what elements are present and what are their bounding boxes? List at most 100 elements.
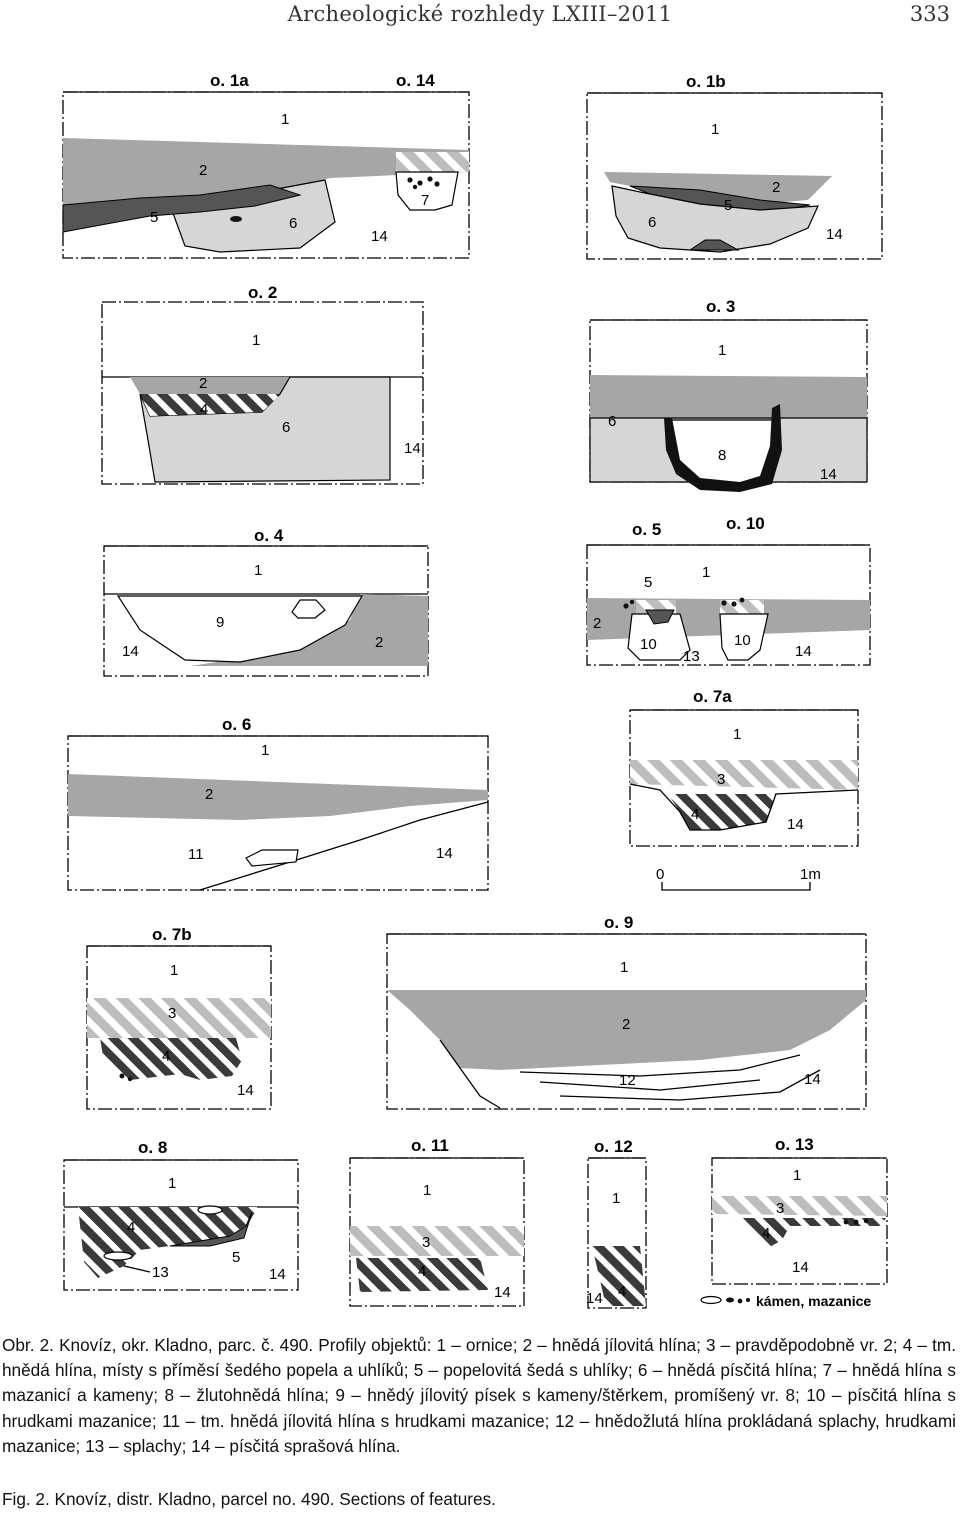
panel-title-o7a: o. 7a: [693, 687, 732, 706]
layer-label: 1: [170, 962, 178, 979]
layer-label: 2: [593, 615, 601, 632]
layer-label: 14: [436, 845, 453, 862]
layer-label: 14: [237, 1082, 254, 1099]
layer-label: 1: [423, 1182, 431, 1199]
layer-label: 5: [724, 197, 732, 214]
panel-title-o1b: o. 1b: [686, 72, 726, 91]
panel-title-o13: o. 13: [775, 1135, 814, 1154]
layer-label: 3: [422, 1234, 430, 1251]
layer-label: 14: [804, 1071, 821, 1088]
panel-o7b: o. 7b 1 3 4 14: [86, 925, 272, 1110]
caption-czech-text: Obr. 2. Knovíz, okr. Kladno, parc. č. 49…: [2, 1335, 956, 1456]
panel-o9: o. 9 1 2 12 14: [386, 913, 867, 1110]
panel-o2: o. 2 1 2 4 6 14: [101, 283, 424, 485]
panel-o13: o. 13 1 3 4 14: [711, 1135, 888, 1285]
layer-label: 8: [718, 447, 726, 464]
layer-label: 1: [718, 342, 726, 359]
layer-label: 13: [152, 1264, 169, 1281]
layer-label: 4: [162, 1048, 170, 1065]
panel-o12: o. 12 1 4 14: [586, 1137, 647, 1309]
layer-label: 10: [640, 636, 657, 653]
scale-start: 0: [656, 866, 664, 883]
layer-label: 7: [421, 192, 429, 209]
panel-title-o2: o. 2: [248, 283, 277, 302]
layer-label: 5: [644, 574, 652, 591]
panel-title-o5: o. 5: [632, 520, 661, 539]
scale-bar: 0 1m: [656, 866, 821, 891]
layer-label: 2: [199, 162, 207, 179]
layer-label: 1: [702, 564, 710, 581]
layer-label: 1: [281, 111, 289, 128]
layer-label: 14: [820, 466, 837, 483]
panel-title-o11: o. 11: [411, 1136, 449, 1155]
layer-label: 1: [261, 742, 269, 759]
layer-label: 2: [205, 786, 213, 803]
layer-label: 14: [494, 1284, 511, 1301]
layer-label: 1: [612, 1190, 620, 1207]
panel-title-o14: o. 14: [396, 71, 435, 90]
panel-title-o7b: o. 7b: [152, 925, 192, 944]
layer-label: 2: [375, 634, 383, 651]
panel-o11: o. 11 1 3 4 14: [349, 1136, 525, 1307]
layer-label: 3: [776, 1200, 784, 1217]
caption-english: Fig. 2. Knovíz, distr. Kladno, parcel no…: [2, 1487, 956, 1512]
layer-label: 4: [762, 1225, 770, 1242]
panel-title-o10: o. 10: [726, 514, 765, 533]
panel-title-o9: o. 9: [604, 913, 633, 932]
caption-english-text: Fig. 2. Knovíz, distr. Kladno, parcel no…: [2, 1489, 496, 1509]
panel-title-o12: o. 12: [594, 1137, 633, 1156]
layer-label: 14: [792, 1259, 809, 1276]
layer-label: 10: [734, 632, 751, 649]
layer-label: 1: [620, 959, 628, 976]
page-number: 333: [909, 2, 950, 26]
layer-label: 11: [188, 846, 204, 863]
panel-o6: o. 6 1 2 11 14: [67, 715, 489, 891]
layer-label: 4: [691, 806, 699, 823]
layer-label: 1: [252, 332, 260, 349]
panel-title-o1a: o. 1a: [210, 71, 249, 90]
layer-label: 12: [619, 1072, 636, 1089]
layer-label: 1: [711, 121, 719, 138]
layer-label: 2: [772, 179, 780, 196]
layer-label: 6: [282, 419, 290, 436]
layer-label: 2: [199, 375, 207, 392]
layer-label: 14: [122, 643, 139, 660]
layer-label: 1: [733, 726, 741, 743]
layer-label: 9: [216, 614, 224, 631]
legend-label: kámen, mazanice: [756, 1293, 871, 1309]
layer-label: 14: [371, 228, 388, 245]
layer-label: 14: [586, 1290, 603, 1307]
layer-label: 13: [683, 648, 700, 665]
legend-stones: kámen, mazanice: [700, 1293, 871, 1309]
scale-end: 1m: [800, 866, 821, 883]
layer-label: 1: [793, 1167, 801, 1184]
panel-title-o6: o. 6: [222, 715, 251, 734]
layer-label: 14: [404, 440, 421, 457]
panel-o4: o. 4 1 9 2 14: [103, 526, 429, 677]
layer-label: 14: [787, 816, 804, 833]
layer-label: 5: [232, 1249, 240, 1266]
layer-label: 5: [150, 209, 158, 226]
panel-o1b: o. 1b 1 2 5 6 14: [586, 72, 883, 260]
layer-label: 3: [717, 771, 725, 788]
panel-o3: o. 3 1 6 8 14: [589, 297, 868, 492]
panel-o7a: o. 7a 1 3 4 14: [629, 687, 859, 847]
caption-czech: Obr. 2. Knovíz, okr. Kladno, parc. č. 49…: [2, 1333, 956, 1459]
layer-label: 14: [269, 1266, 286, 1283]
layer-label: 2: [622, 1016, 630, 1033]
sections-figure: o. 1a o. 14 1 2 5 6 14 7 o. 1b 1 2 5 6 1…: [62, 71, 888, 1309]
layer-label: 1: [254, 562, 262, 579]
layer-label: 4: [200, 401, 208, 418]
panel-o5-o10: o. 5 o. 10 1 5 2 10 10 13 14: [586, 514, 871, 666]
layer-label: 14: [826, 226, 843, 243]
layer-label: 6: [648, 214, 656, 231]
layer-label: 3: [168, 1005, 176, 1022]
panel-o1a: o. 1a o. 14 1 2 5 6 14 7: [62, 71, 470, 259]
panel-o8: o. 8 1 4 5 13 14: [63, 1138, 299, 1291]
panel-title-o4: o. 4: [254, 526, 284, 545]
layer-label: 4: [127, 1219, 135, 1236]
journal-title: Archeologické rozhledy LXIII–2011: [287, 2, 673, 26]
layer-label: 6: [608, 413, 616, 430]
layer-label: 1: [168, 1175, 176, 1192]
layer-label: 4: [618, 1283, 626, 1300]
